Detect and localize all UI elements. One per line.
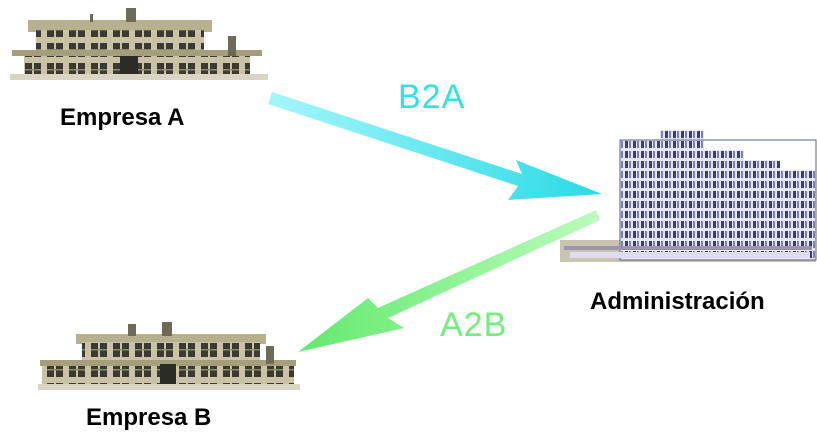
empresa-a-building-icon bbox=[10, 8, 268, 80]
administracion-building-icon bbox=[560, 130, 817, 262]
a2b-label: A2B bbox=[440, 306, 508, 344]
a2b-arrow bbox=[298, 210, 600, 352]
b2a-arrow bbox=[268, 92, 602, 200]
empresa-b-building-icon bbox=[38, 322, 300, 390]
administracion-label: Administración bbox=[590, 288, 765, 315]
b2a-label: B2A bbox=[398, 78, 466, 116]
empresa-a-label: Empresa A bbox=[60, 104, 185, 131]
empresa-b-label: Empresa B bbox=[86, 404, 212, 431]
